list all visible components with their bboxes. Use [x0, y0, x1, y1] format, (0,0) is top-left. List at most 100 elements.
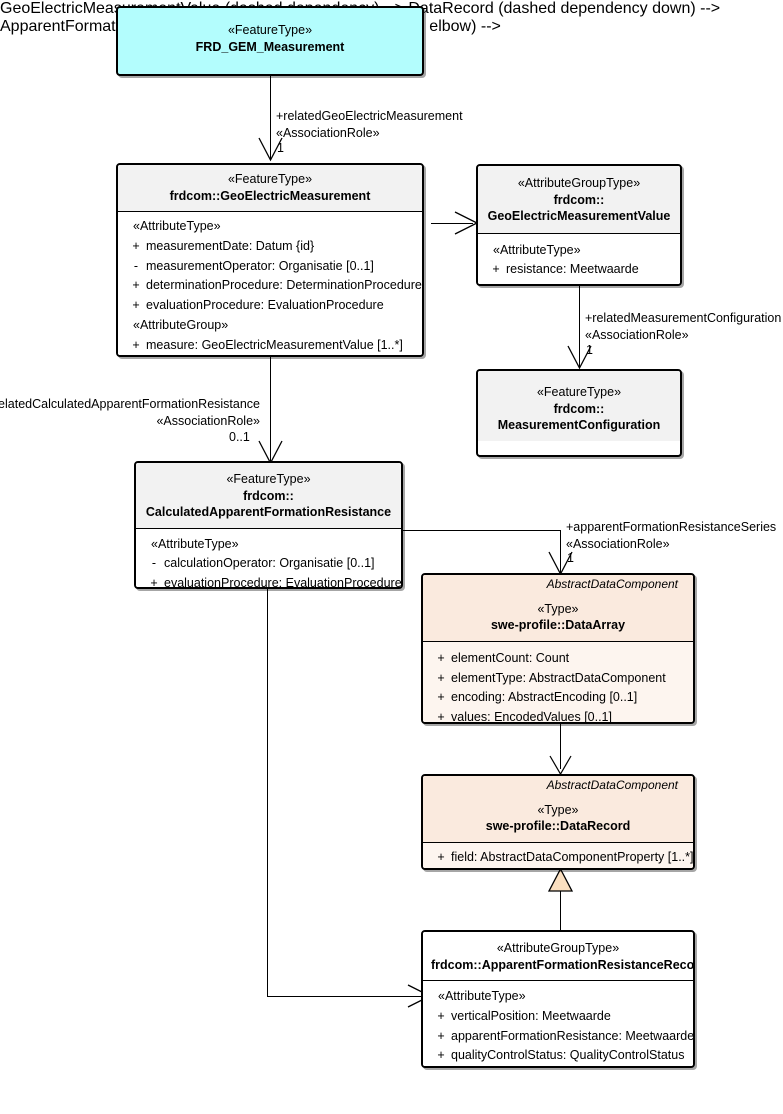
attribute-text: resistance: Meetwaarde — [506, 262, 639, 277]
class-name-line-1: frdcom:: — [243, 488, 294, 503]
class-name: frdcom::GeoElectricMeasurement — [169, 188, 371, 203]
class-name: FRD_GEM_Measurement — [195, 39, 345, 54]
attribute-row: + resistance: Meetwaarde — [482, 260, 676, 280]
attribute-text: verticalPosition: Meetwaarde — [451, 1008, 611, 1023]
connector-measure-dependency-line — [431, 223, 473, 224]
attribute-row: + values: EncodedValues [0..1] — [427, 708, 689, 724]
attribute-visibility: + — [132, 278, 140, 293]
attribute-visibility: + — [150, 576, 158, 589]
class-header: «FeatureType» frdcom:: MeasurementConfig… — [478, 371, 680, 441]
class-name: swe-profile::DataRecord — [485, 819, 631, 834]
edge-role-label: +apparentFormationResistanceSeries — [566, 520, 777, 534]
class-attributes: + field: AbstractDataComponentProperty [… — [423, 842, 694, 868]
attribute-text: apparentFormationResistance: Meetwaarde — [451, 1028, 695, 1043]
attribute-text: calculationOperator: Organisatie [0..1] — [164, 556, 375, 571]
class-frd-gem-measurement[interactable]: «FeatureType» FRD_GEM_Measurement — [116, 6, 424, 76]
attribute-visibility: + — [492, 262, 500, 277]
edge-stereotype-label: «AssociationRole» — [566, 536, 670, 551]
class-header: AbstractDataComponent «Type» swe-profile… — [423, 776, 693, 843]
connector-generalization-line — [560, 890, 561, 932]
class-apparent-formation-resistance-record[interactable]: «AttributeGroupType» frdcom::ApparentFor… — [421, 930, 695, 1068]
connector-dataarray-datarecord-line — [560, 724, 561, 769]
connector-related-measurement-configuration-line — [579, 286, 580, 368]
edge-label-related-measurement-configuration: +relatedMeasurementConfiguration «Associ… — [585, 310, 781, 344]
attribute-text: field: AbstractDataComponentProperty [1.… — [451, 849, 694, 864]
class-header: «AttributeGroupType» frdcom::ApparentFor… — [423, 932, 693, 981]
edge-role-label: +relatedGeoElectricMeasurement — [276, 109, 463, 123]
class-attributes: «AttributeType» + measurementDate: Datum… — [118, 212, 422, 356]
attribute-row: + evaluationProcedure: EvaluationProcedu… — [140, 574, 401, 589]
class-data-record[interactable]: AbstractDataComponent «Type» swe-profile… — [421, 774, 695, 870]
attribute-visibility: + — [437, 710, 445, 724]
attribute-row: - measurementOperator: Organisatie [0..1… — [122, 257, 418, 277]
edge-multiplicity-related-geoelectric-measurement: 1 — [277, 141, 284, 155]
attribute-visibility: + — [437, 650, 445, 665]
edge-multiplicity-related-measurement-configuration: 1 — [586, 343, 593, 357]
attribute-visibility: + — [437, 1048, 445, 1063]
attribute-row: + apparentFormationResistance: Meetwaard… — [427, 1027, 693, 1047]
attribute-text: qualityControlStatus: QualityControlStat… — [451, 1048, 685, 1063]
attribute-text: measurementDate: Datum {id} — [146, 238, 315, 253]
connector-related-calculated-apparent-formation-resistance-line — [270, 357, 271, 462]
class-header: AbstractDataComponent «Type» swe-profile… — [423, 575, 693, 642]
attribute-row: + encoding: AbstractEncoding [0..1] — [427, 688, 689, 708]
class-abstract-parent-label: AbstractDataComponent — [546, 778, 678, 792]
attribute-row: + elementType: AbstractDataComponent — [427, 669, 689, 689]
class-data-array[interactable]: AbstractDataComponent «Type» swe-profile… — [421, 573, 695, 724]
attribute-visibility: + — [437, 1028, 445, 1043]
edge-multiplicity-apparent-formation-resistance-series: 1 — [567, 551, 574, 565]
class-stereotype: «AttributeGroupType» — [517, 176, 641, 190]
arrowhead-generalization-triangle — [547, 867, 574, 892]
class-stereotype: «FeatureType» — [226, 472, 311, 486]
attribute-visibility: + — [437, 1008, 445, 1023]
attribute-row: + qualityControlStatus: QualityControlSt… — [427, 1046, 689, 1066]
attribute-text: measure: GeoElectricMeasurementValue [1.… — [146, 337, 403, 352]
attribute-text: elementType: AbstractDataComponent — [451, 670, 666, 685]
class-attributes: «AttributeType» + verticalPosition: Meet… — [423, 981, 693, 1066]
attribute-text: evaluationProcedure: EvaluationProcedure — [146, 298, 384, 312]
class-header: «AttributeGroupType» frdcom:: GeoElectri… — [478, 166, 680, 234]
class-name: frdcom::ApparentFormationResistanceRecor… — [431, 957, 695, 972]
attribute-text: encoding: AbstractEncoding [0..1] — [451, 690, 638, 705]
class-header: «FeatureType» FRD_GEM_Measurement — [118, 8, 422, 62]
attribute-visibility: + — [132, 238, 140, 253]
edge-role-label: +relatedMeasurementConfiguration — [585, 311, 782, 325]
connector-related-geoelectric-measurement-line — [270, 76, 271, 160]
class-geoelectric-measurement[interactable]: «FeatureType» frdcom::GeoElectricMeasure… — [116, 163, 424, 357]
edge-stereotype-label: «AssociationRole» — [156, 413, 260, 428]
attribute-visibility: - — [151, 556, 157, 571]
edge-stereotype-label: «AssociationRole» — [276, 125, 380, 140]
attribute-group-label: «AttributeType» — [151, 536, 239, 551]
attribute-row: + determinationProcedure: DeterminationP… — [122, 276, 422, 296]
attribute-visibility: + — [437, 670, 445, 685]
edge-multiplicity-related-calculated-apparent-formation-resistance: 0..1 — [229, 430, 250, 444]
attribute-text: values: EncodedValues [0..1] — [451, 710, 612, 724]
edge-label-related-geoelectric-measurement: +relatedGeoElectricMeasurement «Associat… — [276, 108, 463, 142]
class-name: swe-profile::DataArray — [490, 618, 626, 633]
edge-role-label: +relatedCalculatedApparentFormationResis… — [0, 397, 260, 411]
class-name-line-2: GeoElectricMeasurementValue — [487, 209, 671, 223]
connector-apparent-formation-resistance-series-vertical — [560, 530, 561, 574]
class-stereotype: «FeatureType» — [536, 385, 622, 399]
attribute-row: + measurementDate: Datum {id} — [122, 237, 418, 257]
class-calculated-apparent-formation-resistance[interactable]: «FeatureType» frdcom:: CalculatedApparen… — [134, 461, 403, 589]
attribute-text: evaluationProcedure: EvaluationProcedure — [164, 576, 402, 589]
class-attributes: «AttributeType» - calculationOperator: O… — [136, 528, 401, 589]
class-name-line-1: frdcom:: — [553, 401, 605, 416]
connector-record-dependency-horizontal — [267, 996, 429, 997]
class-stereotype: «Type» — [537, 601, 579, 616]
class-stereotype: «AttributeGroupType» — [496, 941, 620, 955]
class-stereotype: «FeatureType» — [227, 23, 313, 37]
class-header: «FeatureType» frdcom:: CalculatedApparen… — [136, 463, 401, 529]
attribute-row: + measure: GeoElectricMeasurementValue [… — [122, 336, 418, 356]
connector-apparent-formation-resistance-series-horizontal — [403, 530, 560, 531]
attribute-text: measurementOperator: Organisatie [0..1] — [146, 258, 374, 273]
attribute-visibility: + — [437, 690, 445, 705]
class-geoelectric-measurement-value[interactable]: «AttributeGroupType» frdcom:: GeoElectri… — [476, 164, 682, 286]
class-measurement-configuration[interactable]: «FeatureType» frdcom:: MeasurementConfig… — [476, 369, 682, 457]
class-stereotype: «Type» — [537, 802, 579, 817]
attribute-visibility: - — [133, 258, 139, 273]
edge-label-apparent-formation-resistance-series: +apparentFormationResistanceSeries «Asso… — [566, 519, 776, 553]
attribute-row: - calculationOperator: Organisatie [0..1… — [140, 554, 397, 574]
